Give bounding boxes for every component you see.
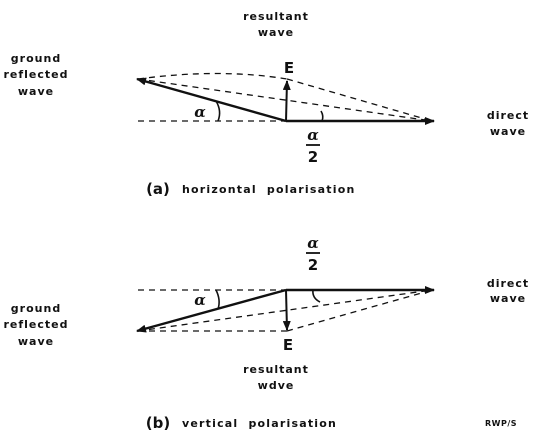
caption-prefix-b: (b) [146, 414, 170, 432]
ground-label-b-1: ground [11, 302, 61, 315]
author-mark: RWP/S [485, 419, 517, 428]
half-alpha-arc-b [312, 289, 321, 303]
e-label-b: E [283, 336, 293, 354]
resultant-vector-a [282, 80, 291, 122]
dashed-top-arc-a [137, 72, 288, 80]
dashed-diag-2-a [137, 78, 433, 122]
dashed-diag-1-a [286, 78, 433, 122]
ground-label-a-3: wave [18, 85, 54, 98]
alpha-arc-a [215, 100, 221, 122]
direct-label-b-2: wave [490, 292, 526, 305]
diagram-vertical: α 2 direct wave ground reflected wave α … [3, 234, 529, 432]
half-alpha-arc-a [320, 110, 324, 122]
diagram-horizontal: resultant wave E ground reflected wave d… [3, 10, 529, 198]
reflected-wave-vector-a [136, 77, 287, 123]
direct-label-a-1: direct [487, 109, 529, 122]
dashed-diag-2-b [137, 289, 433, 332]
caption-a: horizontal polarisation [182, 183, 356, 196]
direct-label-b-1: direct [487, 277, 529, 290]
ground-label-b-3: wave [18, 335, 54, 348]
half-alpha-den-b: 2 [308, 256, 318, 274]
resultant-label-b-2: wdve [258, 379, 295, 392]
resultant-label-a: resultant [243, 10, 309, 23]
half-alpha-den-a: 2 [308, 148, 318, 166]
alpha-label-b: α [194, 291, 206, 309]
dashed-diag-1-b [286, 289, 433, 332]
alpha-label-a: α [194, 103, 206, 121]
ground-label-b-2: reflected [3, 318, 68, 331]
reflected-wave-vector-b [136, 288, 287, 333]
caption-prefix-a: (a) [146, 180, 170, 198]
resultant-label-a-2: wave [258, 26, 294, 39]
resultant-label-b: resultant [243, 363, 309, 376]
ground-label-a-1: ground [11, 52, 61, 65]
e-label-a: E [284, 59, 294, 77]
half-alpha-num-b: α [307, 234, 319, 252]
resultant-vector-b [282, 289, 291, 331]
ground-label-a-2: reflected [3, 68, 68, 81]
direct-label-a-2: wave [490, 125, 526, 138]
alpha-arc-b [215, 289, 220, 310]
caption-b: vertical polarisation [182, 417, 337, 430]
half-alpha-num-a: α [307, 126, 319, 144]
